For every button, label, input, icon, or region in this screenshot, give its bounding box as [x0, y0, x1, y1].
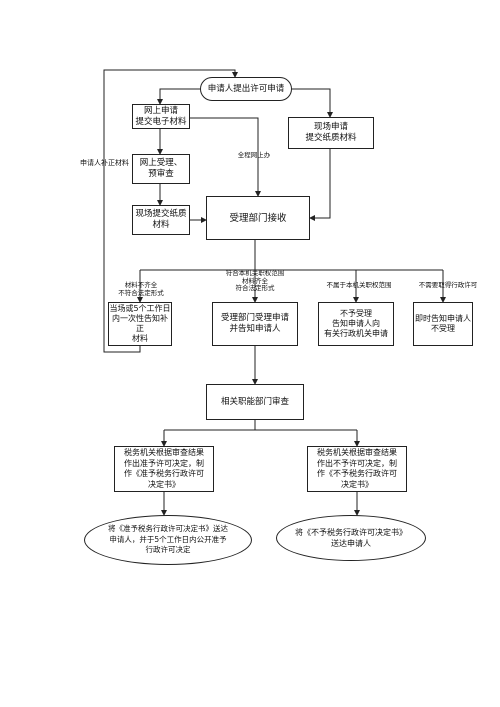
- node-start: 申请人提出许可申请: [200, 77, 292, 101]
- node-online-review: 网上受理、 预审查: [132, 154, 190, 184]
- node-deny-decision: 税务机关根据审查结果 作出不予许可决定，制 作《不予税务行政许可 决定书》: [307, 446, 407, 492]
- node-approve-delivery: 将《准予税务行政许可决定书》送达 申请人，并于5个工作日内公开准予 行政许可决定: [84, 515, 252, 565]
- node-online-submit: 网上申请 提交电子材料: [132, 104, 190, 129]
- node-dept-review: 相关职能部门审查: [206, 384, 304, 420]
- label-incomplete: 材料不齐全 不符合法定形式: [118, 281, 164, 297]
- node-paper-submit: 现场提交纸质 材料: [132, 205, 190, 235]
- label-not-in-scope: 不属于本机关职权范围: [326, 281, 392, 289]
- node-reject-refer: 不予受理 告知申请人向 有关行政机关申请: [318, 302, 394, 346]
- node-onsite-submit: 现场申请 提交纸质材料: [288, 117, 374, 149]
- edge-start-onsite: [292, 88, 333, 118]
- edge-full-online: [190, 117, 261, 197]
- node-reject-now: 即时告知申请人 不受理: [413, 302, 473, 346]
- node-receive: 受理部门接收: [206, 196, 310, 240]
- label-no-permit-needed: 不需要取得行政许可: [418, 281, 478, 289]
- label-complete: 符合本机关职权范围 材料齐全 符合法定形式: [225, 269, 285, 292]
- node-notify-once: 当场或5个工作日 内一次性告知补正 材料: [108, 302, 172, 346]
- label-supplement-loop: 申请人补正材料: [80, 159, 129, 167]
- label-full-online: 全程网上办: [237, 151, 271, 159]
- edge-supplement-loop: [103, 69, 238, 353]
- edge-start-online: [157, 88, 200, 105]
- node-approve-decision: 税务机关根据审查结果 作出准予许可决定，制 作《准予税务行政许可 决定书》: [114, 446, 214, 492]
- edge-onsite-receive: [309, 149, 331, 221]
- node-deny-delivery: 将《不予税务行政许可决定书》 送达申请人: [276, 515, 426, 561]
- node-accept: 受理部门受理申请 并告知申请人: [212, 302, 298, 346]
